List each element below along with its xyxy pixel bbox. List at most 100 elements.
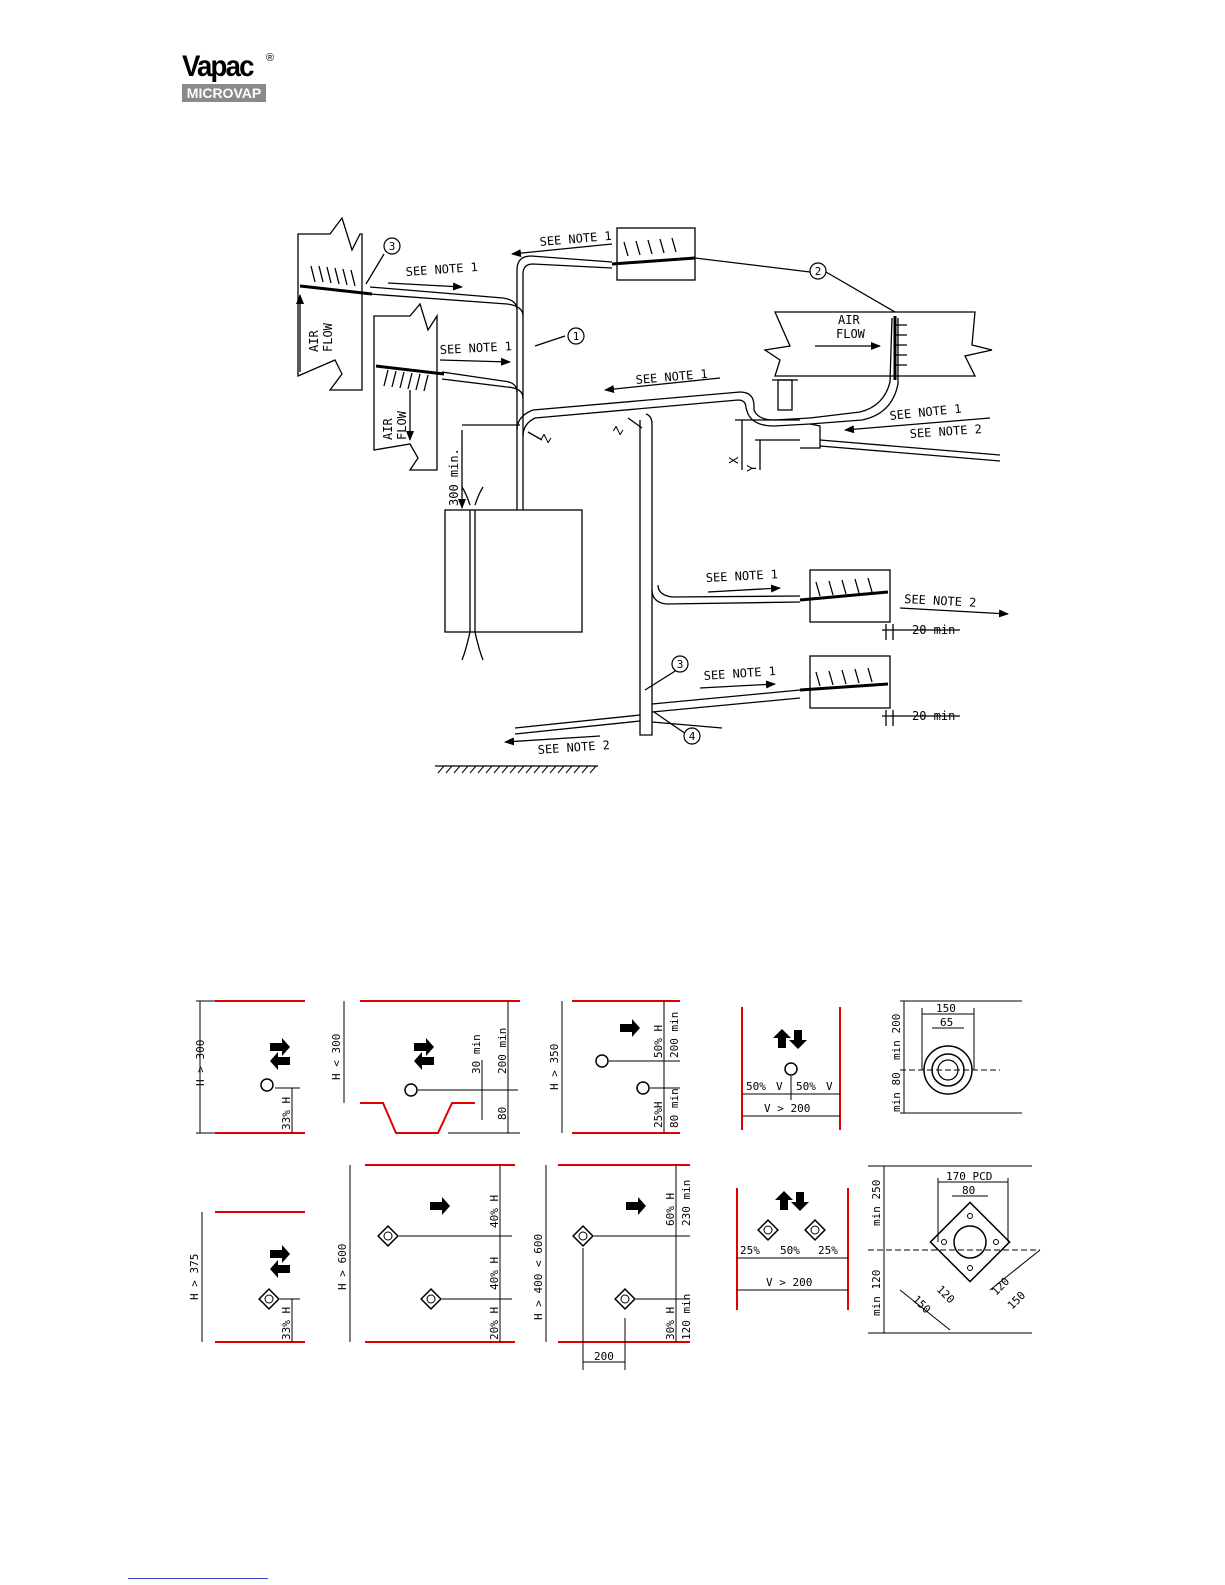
- humidifier-cabinet: [444, 509, 583, 633]
- arrow-see-note-1: [699, 680, 776, 689]
- vapac-logo: Vapac ® MICROVAP: [180, 50, 280, 104]
- distributor-section-icon: [614, 1288, 636, 1310]
- h350-label: H > 350: [548, 1044, 561, 1090]
- main-diagram-labels: SEE NOTE 1 SEE NOTE 1 SEE NOTE 1 SEE NOT…: [307, 229, 982, 757]
- callout-circle-3b: [671, 655, 689, 673]
- distributor-bore: [620, 1294, 630, 1304]
- h30-label: 30% H: [664, 1307, 677, 1340]
- min120-label: 120 min: [680, 1294, 693, 1340]
- h60-label: 60% H: [664, 1193, 677, 1226]
- h33-label: 33% H: [280, 1307, 293, 1340]
- steam-pipe-left-upper-outer: [369, 293, 524, 317]
- distributor-bore: [264, 1294, 274, 1304]
- floor-hatching: [437, 765, 597, 774]
- panel-flange-2: 170 PCD 80 120 120 150 150 min 250 min 1…: [868, 1165, 1041, 1334]
- callout-leader-3b: [644, 667, 681, 691]
- distributor-section-icon: [757, 1219, 779, 1241]
- arrow-see-note-1: [844, 417, 991, 434]
- distributor-nozzles: [383, 369, 429, 392]
- min200-label: 200 min: [496, 1028, 509, 1074]
- min-20-label: 20 min: [912, 709, 955, 723]
- steam-pipe-left-mid: [441, 371, 518, 393]
- duct-wall-red: [360, 1102, 475, 1134]
- steam-pipe-lower-right-outer: [657, 584, 801, 598]
- logo-brand: Vapac: [182, 50, 254, 83]
- steam-distributor-left-upper: [299, 284, 373, 296]
- h20-label: 20% H: [488, 1307, 501, 1340]
- note-label: SEE NOTE 1: [539, 229, 612, 249]
- dimension-line: [989, 1249, 1041, 1291]
- callout-4-label: 4: [689, 730, 696, 743]
- duct-left-upper: [297, 216, 363, 391]
- callout-circle-4: [683, 727, 701, 745]
- callout-circle-3: [383, 237, 401, 255]
- duct-right: [763, 311, 993, 377]
- distributor-nozzles: [815, 577, 873, 597]
- steam-pipe-left-upper: [369, 286, 518, 311]
- pct50b-label: 50%: [780, 1244, 800, 1257]
- distributor-nozzles: [815, 667, 873, 687]
- y-label: Y: [745, 464, 759, 472]
- arrow-see-note-2: [899, 607, 1009, 618]
- note-label: SEE NOTE 1: [705, 567, 778, 585]
- z-label: Z: [610, 424, 626, 437]
- flange1-65-label: 65: [940, 1016, 953, 1029]
- panel-v200-single: 50% V 50% V V > 200: [741, 1007, 841, 1130]
- panel-flange-1: 150 65 min 200 min 80: [890, 1000, 1022, 1114]
- callout-leader-4: [653, 711, 687, 735]
- min80b-label: 80 min: [668, 1088, 681, 1128]
- min200b-label: 200 min: [668, 1012, 681, 1058]
- duct-top: [616, 227, 696, 281]
- pct50-label: 50%: [746, 1080, 766, 1093]
- air-flow-label: FLOW: [836, 327, 866, 341]
- panel-v200-twin: 25% 50% 25% V > 200: [736, 1188, 849, 1310]
- flange2-min250-label: min 250: [870, 1180, 883, 1226]
- steam-pipe-lower-right: [651, 589, 801, 605]
- slope-mark: [527, 431, 543, 441]
- distributor-nozzles: [310, 265, 356, 287]
- logo-product: MICROVAP: [182, 84, 266, 102]
- flange-inner: [931, 1053, 965, 1087]
- callout-leader-2: [694, 257, 811, 273]
- h400-600-label: H > 400 < 600: [532, 1234, 545, 1320]
- flange1-150-label: 150: [936, 1002, 956, 1015]
- note-label: SEE NOTE 1: [405, 260, 478, 279]
- note-label: SEE NOTE 2: [537, 738, 610, 757]
- distributor-section-icon: [595, 1054, 609, 1068]
- flange2-80-label: 80: [962, 1184, 975, 1197]
- bolt-hole: [967, 1213, 973, 1219]
- distributor-section-icon: [377, 1225, 399, 1247]
- duct-bottom-right: [809, 655, 891, 709]
- h40-label: 40% H: [488, 1257, 501, 1290]
- distributor-section-icon: [636, 1081, 650, 1095]
- supply-connection: [461, 486, 484, 506]
- arrow-see-note-1: [707, 584, 781, 593]
- drain-connection: [461, 631, 484, 661]
- callout-leader-1: [534, 335, 566, 347]
- arrow-see-note-1: [439, 357, 511, 366]
- h50-label: 50% H: [652, 1025, 665, 1058]
- distributor-bore: [810, 1225, 820, 1235]
- distributor-section-icon: [258, 1288, 280, 1310]
- callouts: 1 2 3 3 4: [383, 237, 827, 745]
- v200-label: V > 200: [764, 1102, 810, 1115]
- callout-1-label: 1: [573, 330, 580, 343]
- h300-label: H > 300: [194, 1040, 207, 1086]
- flange2-150-label: 150: [910, 1293, 933, 1316]
- logo-registered-mark: ®: [266, 52, 275, 64]
- steam-pipe-upper: [516, 255, 613, 510]
- flange-plate: [929, 1201, 1011, 1283]
- arrow-right-icon: [626, 1197, 646, 1215]
- main-installation-diagram: [296, 216, 1009, 774]
- steam-pipe-right: [516, 391, 811, 431]
- arrow-left-icon: [414, 1052, 434, 1070]
- callout-leader-3: [365, 253, 385, 285]
- steam-pipe-right-outer: [522, 399, 811, 437]
- h40-label: 40% H: [488, 1195, 501, 1228]
- h-lt-300-label: H < 300: [330, 1034, 343, 1080]
- panel-h-lt-300: H < 300 30 min 200 min 80: [330, 1000, 520, 1134]
- h375-label: H > 375: [188, 1254, 201, 1300]
- flange1-min200-label: min 200: [890, 1014, 903, 1060]
- distributor-nozzles: [623, 237, 677, 257]
